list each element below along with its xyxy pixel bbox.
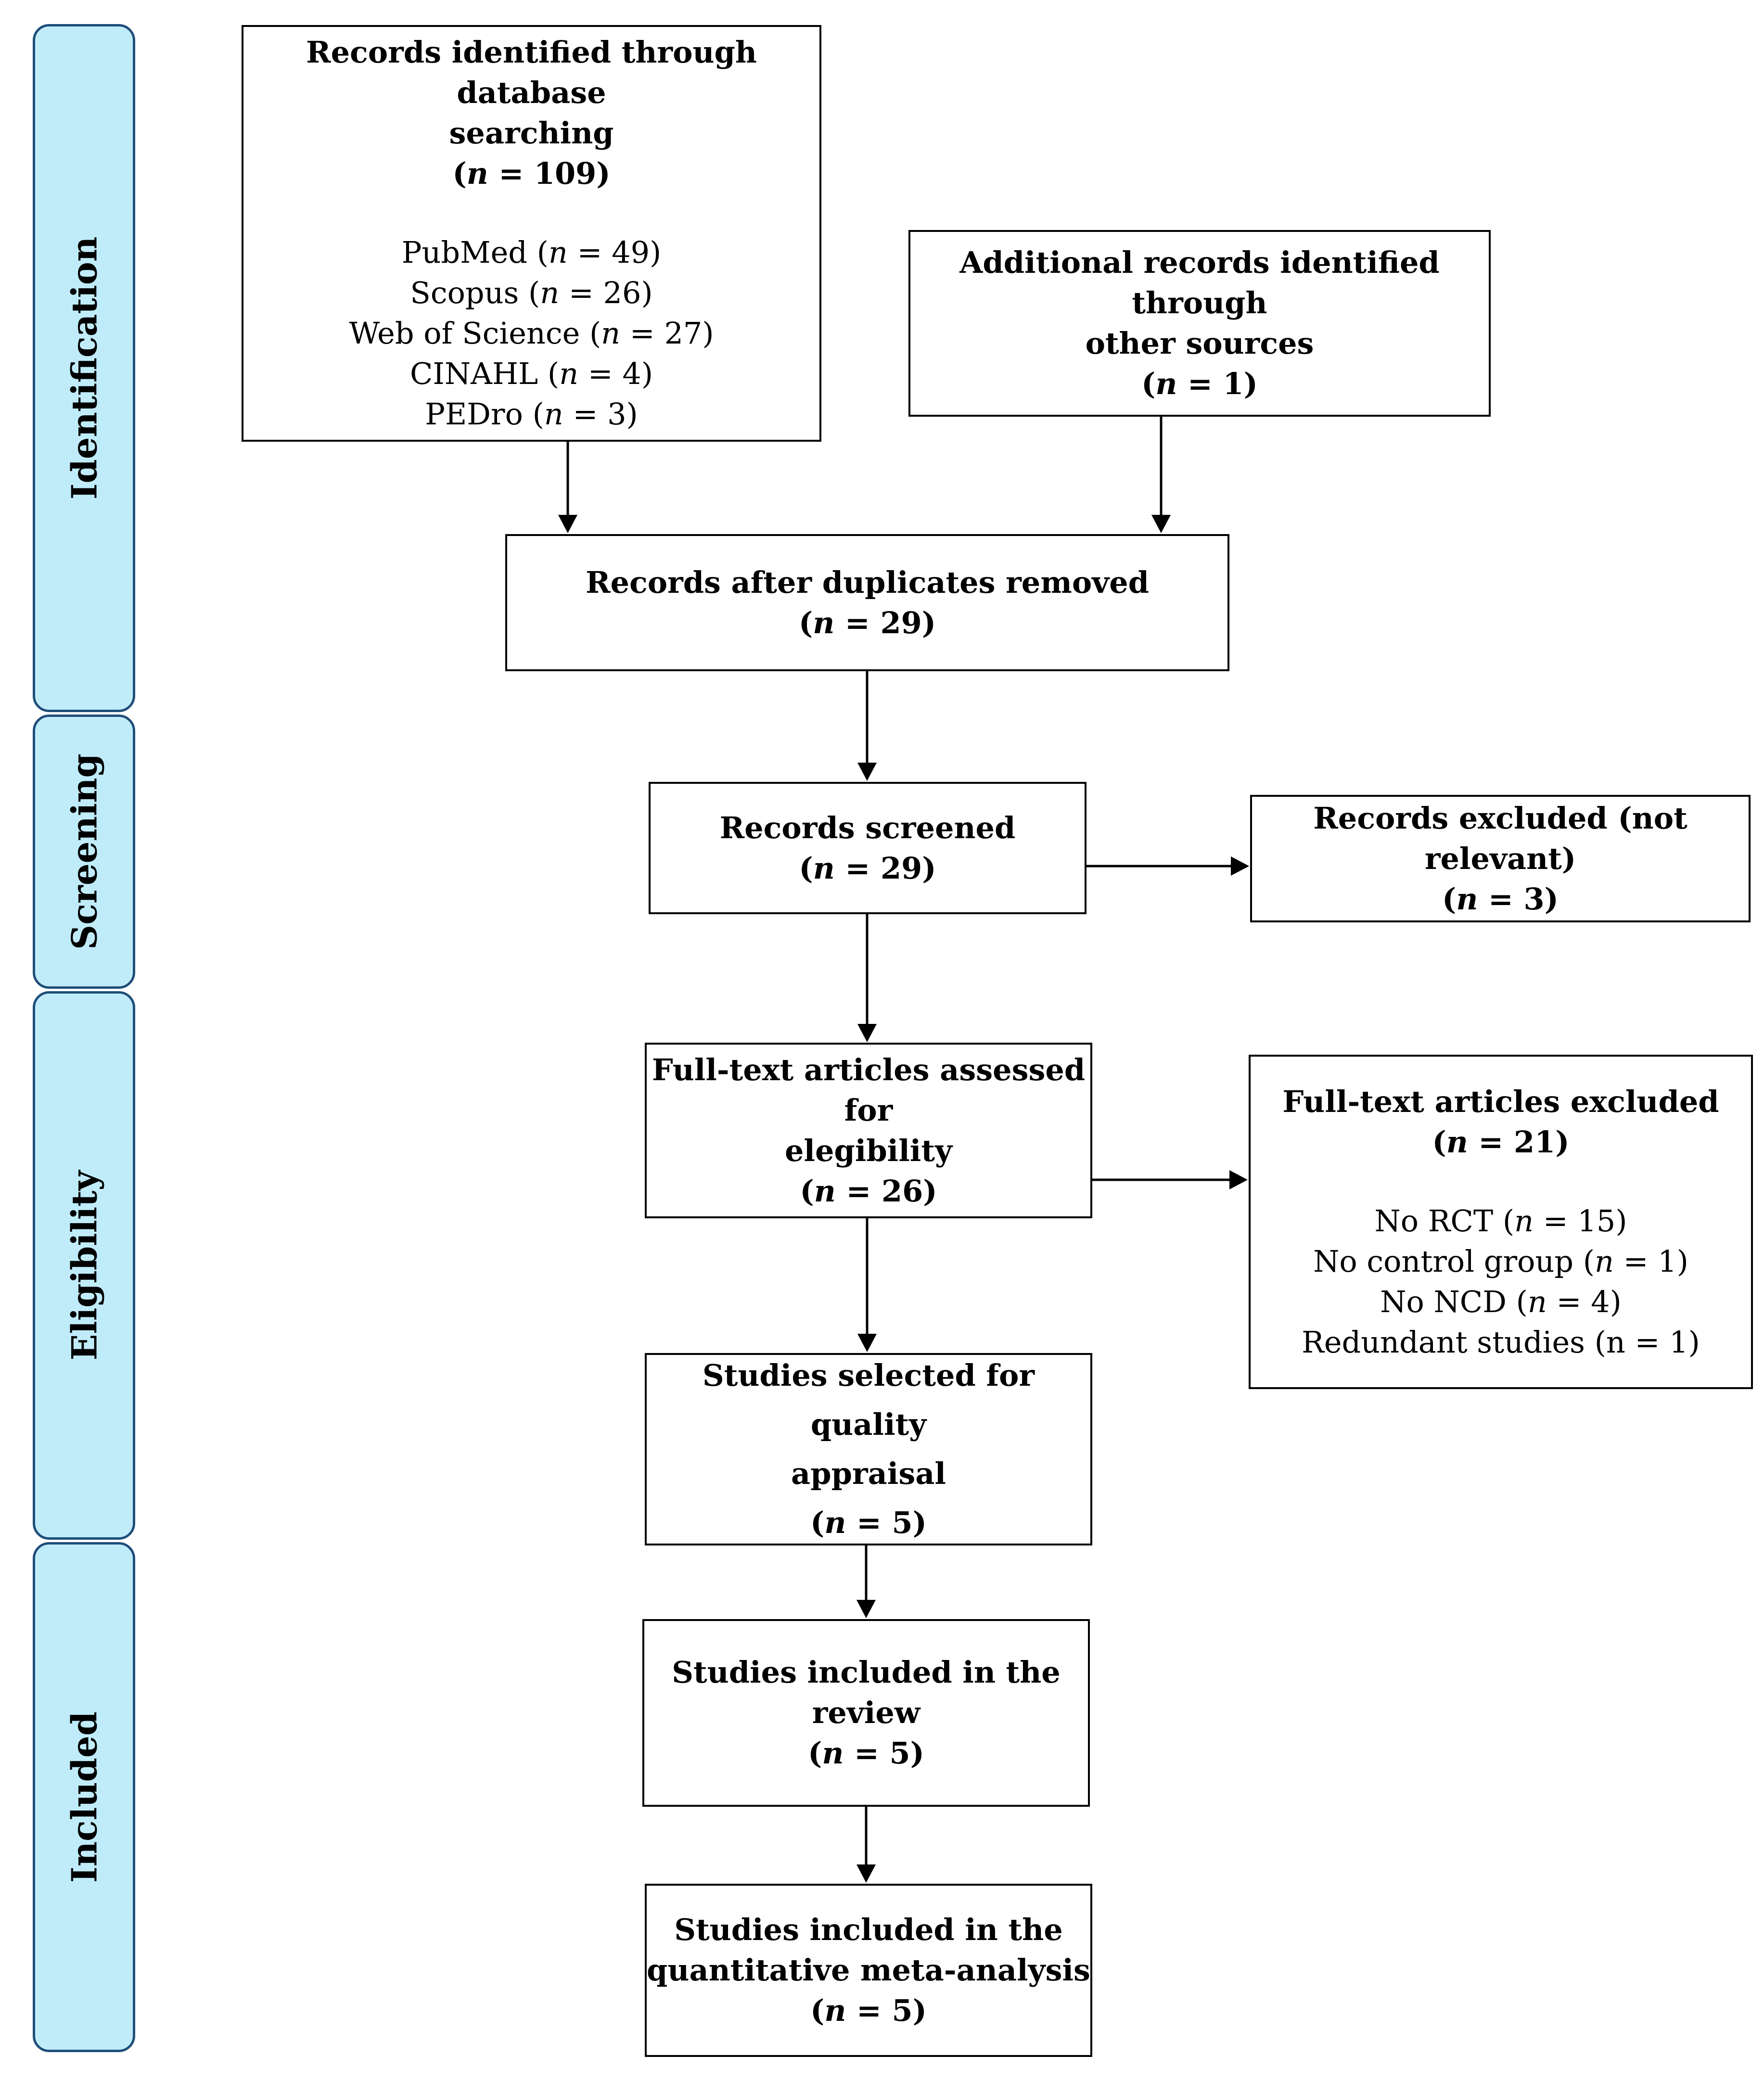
- review-count: (n = 5): [807, 1736, 924, 1771]
- meta-title-2: quantitative meta-analysis: [647, 1953, 1090, 1988]
- box-fulltext-excluded: Full-text articles excluded (n = 21) No …: [1249, 1055, 1753, 1389]
- duplicates-count: (n = 29): [798, 605, 936, 640]
- db-search-title-1: Records identified through database: [306, 35, 757, 110]
- phase-identification: Identification: [33, 24, 135, 712]
- quality-title-1: Studies selected for quality: [702, 1358, 1035, 1442]
- box-database-search: Records identified through database sear…: [242, 25, 821, 442]
- exclusion-reason: Redundant studies (n = 1): [1302, 1324, 1700, 1360]
- exclusion-reason: No control group (n = 1): [1313, 1243, 1688, 1279]
- phase-eligibility: Eligibility: [33, 991, 135, 1540]
- arrowhead-other-to-duplicates: [1151, 515, 1171, 533]
- arrowhead-review-to-meta: [856, 1864, 876, 1883]
- excluded-screen-count: (n = 3): [1442, 881, 1559, 917]
- quality-count: (n = 5): [810, 1505, 927, 1540]
- fulltext-excluded-title: Full-text articles excluded: [1282, 1084, 1719, 1119]
- other-sources-title-1: Additional records identified through: [959, 245, 1440, 320]
- exclusion-reason: No RCT (n = 15): [1374, 1203, 1627, 1238]
- screened-count: (n = 29): [799, 850, 936, 886]
- source-item: PubMed (n = 49): [401, 235, 662, 270]
- fulltext-title-2: elegibility: [784, 1133, 953, 1168]
- source-item: PEDro (n = 3): [425, 396, 638, 432]
- fulltext-title-1: Full-text articles assessed for: [652, 1052, 1086, 1128]
- source-item: Web of Science (n = 27): [349, 316, 714, 351]
- box-records-screened: Records screened (n = 29): [649, 782, 1087, 914]
- db-search-count: (n = 109): [452, 156, 611, 191]
- arrowhead-db-to-duplicates: [558, 515, 577, 533]
- fulltext-count: (n = 26): [800, 1173, 937, 1209]
- box-included-review: Studies included in the review (n = 5): [642, 1619, 1090, 1807]
- arrowhead-duplicates-to-screened: [857, 763, 877, 781]
- box-meta-analysis: Studies included in the quantitative met…: [645, 1884, 1092, 2057]
- box-duplicates-removed: Records after duplicates removed (n = 29…: [505, 534, 1229, 671]
- source-item: CINAHL (n = 4): [409, 356, 653, 391]
- exclusion-reason: No NCD (n = 4): [1380, 1284, 1622, 1319]
- duplicates-title: Records after duplicates removed: [585, 564, 1150, 600]
- source-item: Scopus (n = 26): [410, 275, 653, 310]
- arrowhead-screened-to-excluded: [1231, 856, 1249, 876]
- db-search-title-2: searching: [449, 115, 614, 151]
- other-sources-title-2: other sources: [1085, 326, 1314, 361]
- meta-title-1: Studies included in the: [674, 1912, 1063, 1947]
- arrowhead-screened-to-fulltext: [857, 1024, 877, 1042]
- phase-included: Included: [33, 1542, 135, 2052]
- excluded-screen-title: Records excluded (not relevant): [1313, 800, 1687, 876]
- review-title-2: review: [812, 1695, 920, 1730]
- box-quality-appraisal: Studies selected for quality appraisal (…: [645, 1353, 1092, 1545]
- screened-title: Records screened: [719, 810, 1016, 845]
- review-title-1: Studies included in the: [672, 1655, 1061, 1690]
- box-records-excluded: Records excluded (not relevant) (n = 3): [1250, 795, 1751, 922]
- box-other-sources: Additional records identified through ot…: [908, 230, 1491, 417]
- arrowhead-fulltext-to-excluded: [1229, 1170, 1248, 1189]
- quality-title-2: appraisal: [791, 1456, 946, 1491]
- other-sources-count: (n = 1): [1141, 366, 1258, 401]
- phase-screening: Screening: [33, 715, 135, 989]
- arrowhead-quality-to-review: [856, 1600, 876, 1618]
- meta-count: (n = 5): [810, 1993, 927, 2028]
- fulltext-excluded-count: (n = 21): [1432, 1124, 1570, 1160]
- box-fulltext-assessed: Full-text articles assessed for elegibil…: [645, 1043, 1092, 1218]
- arrowhead-fulltext-to-quality: [857, 1334, 877, 1352]
